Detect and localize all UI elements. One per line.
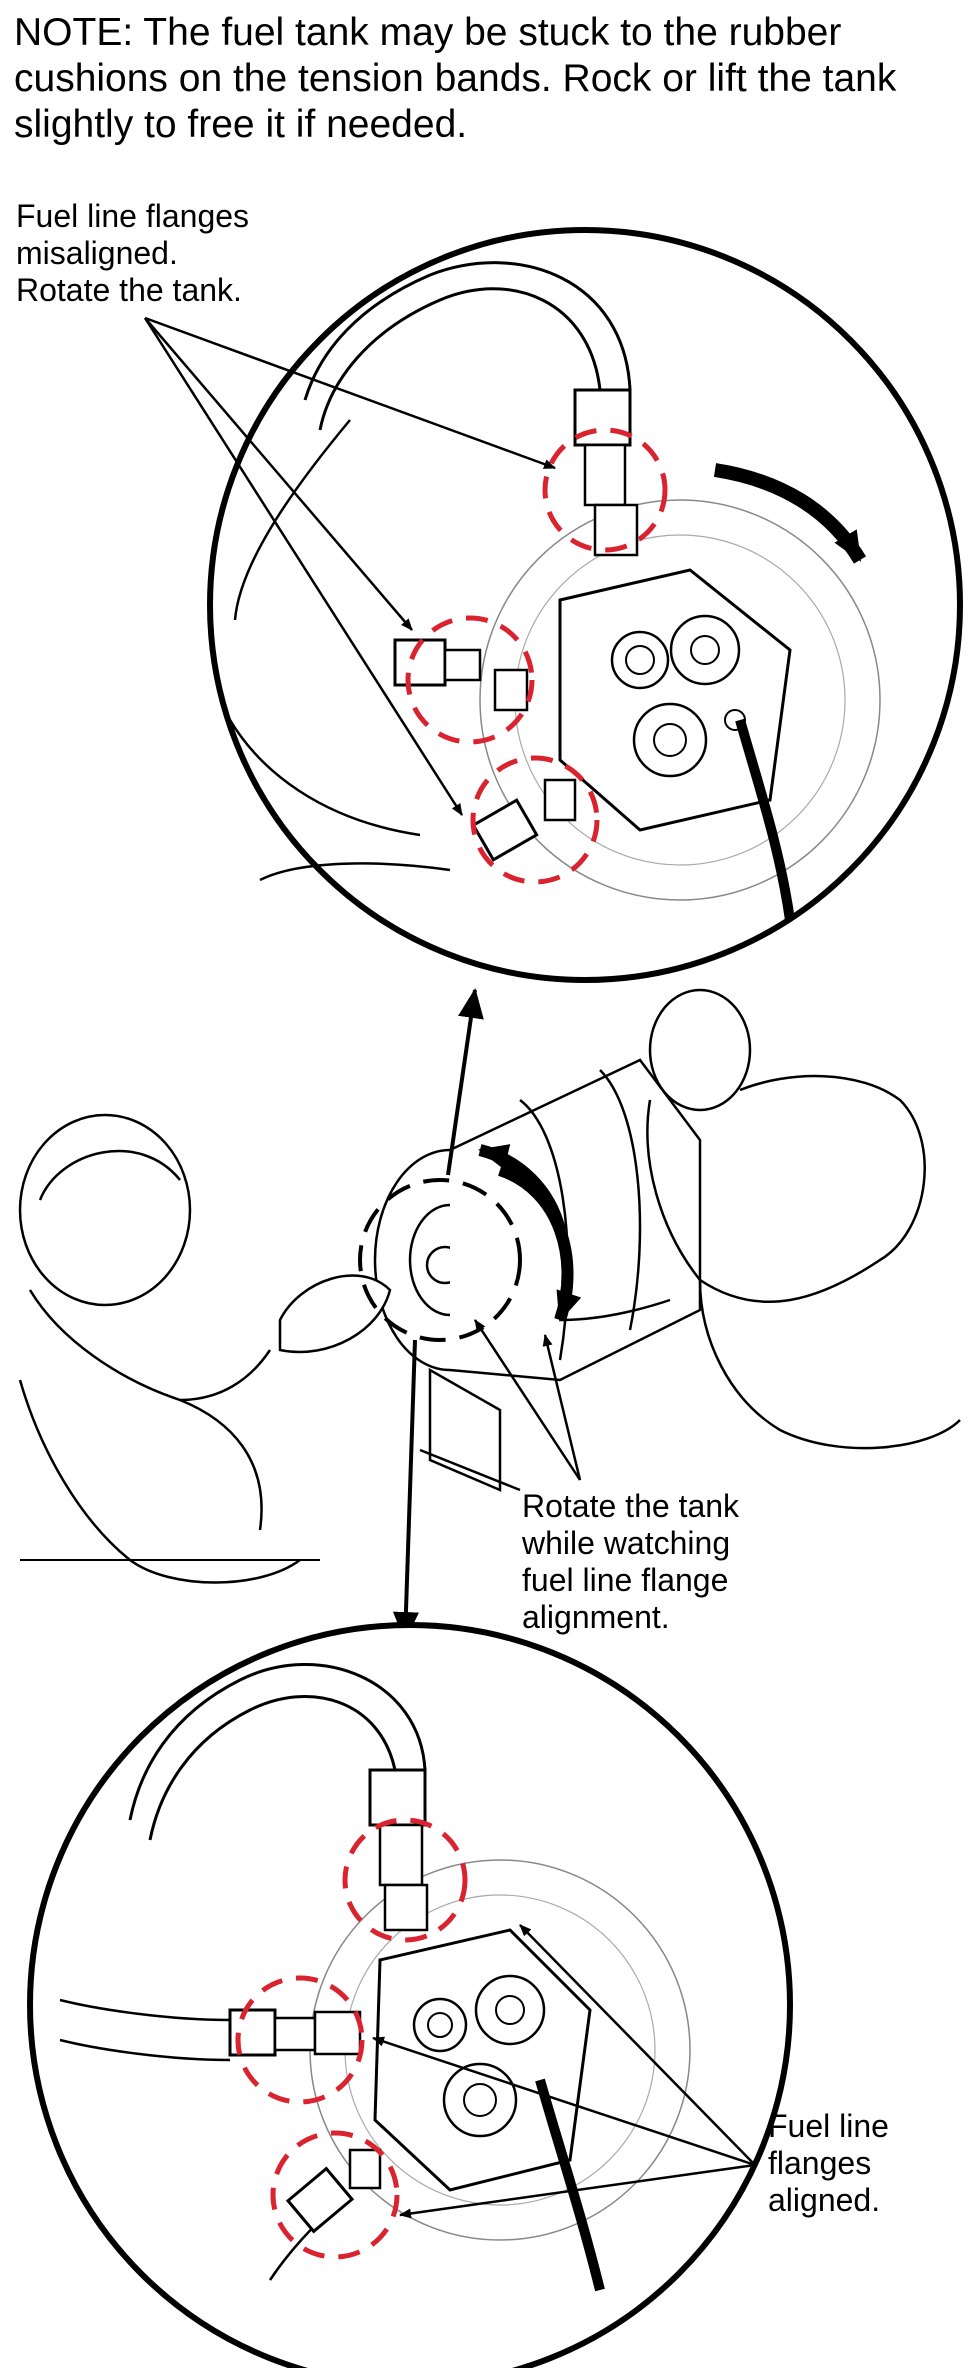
callout-line: alignment. [522, 1599, 670, 1635]
aligned-leader-lines [372, 1924, 756, 2219]
callout-line: aligned. [768, 2182, 881, 2218]
view-connector-arrows [392, 988, 484, 1642]
callout-line: Rotate the tank [522, 1488, 740, 1524]
aligned-detail-view [27, 1622, 793, 2368]
misaligned-leader-lines [143, 316, 556, 816]
callout-line: flanges [768, 2145, 872, 2181]
callout-line: Fuel line flanges [16, 198, 250, 234]
note-text: NOTE: The fuel tank may be stuck to the … [14, 11, 897, 146]
callout-line: misaligned. [16, 235, 178, 271]
callout-line: Rotate the tank. [16, 272, 242, 308]
technicians-scene [18, 988, 961, 1584]
callout-line: Fuel line [768, 2108, 889, 2144]
rotate-callout: Rotate the tank while watching fuel line… [522, 1488, 739, 1636]
misaligned-detail-view [207, 227, 963, 983]
misaligned-callout: Fuel line flanges misaligned. Rotate the… [16, 198, 249, 309]
callout-line: while watching [522, 1525, 731, 1561]
aligned-callout: Fuel line flanges aligned. [768, 2108, 889, 2219]
rotate-leader-lines [473, 1319, 582, 1481]
callout-line: fuel line flange [522, 1562, 729, 1598]
